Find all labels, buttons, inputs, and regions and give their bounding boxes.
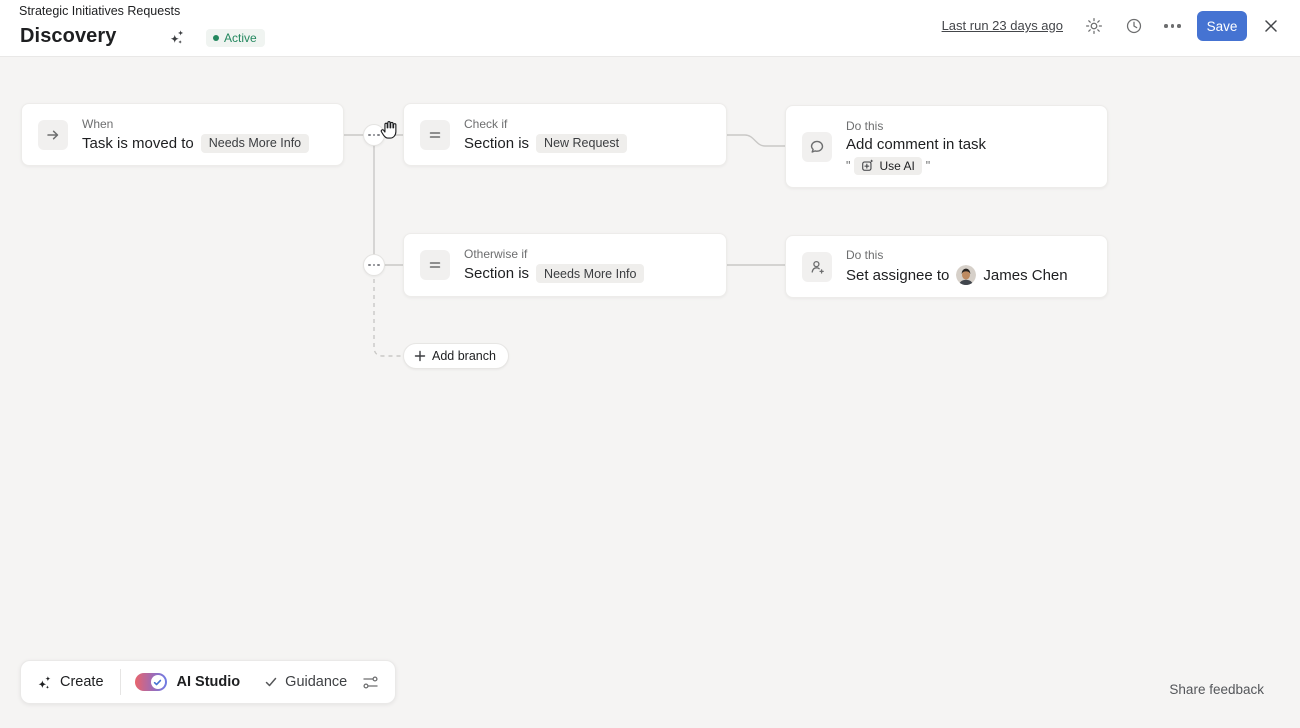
action-text: Set assignee to xyxy=(846,266,950,284)
quote-close: " xyxy=(925,158,931,173)
share-feedback-link[interactable]: Share feedback xyxy=(1169,682,1264,697)
plus-icon xyxy=(414,350,426,362)
breadcrumb: Strategic Initiatives Requests xyxy=(19,4,181,18)
header-bar: Strategic Initiatives Requests Discovery… xyxy=(0,0,1300,57)
guidance-label: Guidance xyxy=(285,674,348,690)
trigger-text: Task is moved to xyxy=(82,134,194,152)
trigger-section-chip[interactable]: Needs More Info xyxy=(200,133,310,153)
action-label: Do this xyxy=(846,118,884,133)
create-label: Create xyxy=(60,674,104,690)
add-branch-label: Add branch xyxy=(432,349,496,363)
action-title: Add comment in task xyxy=(846,135,987,153)
action-card-set-assignee[interactable]: Do this Set assignee to James Chen xyxy=(785,235,1108,298)
last-run-link[interactable]: Last run 23 days ago xyxy=(941,18,1063,33)
condition-card-check-if[interactable]: Check if Section is New Request xyxy=(403,103,727,166)
close-icon[interactable] xyxy=(1262,17,1280,35)
toggle-check-icon xyxy=(150,675,165,689)
page-title: Discovery xyxy=(20,25,117,47)
condition-section-chip[interactable]: New Request xyxy=(536,133,628,153)
ai-insert-icon xyxy=(862,159,874,171)
ai-studio-label: AI Studio xyxy=(176,674,241,690)
sliders-icon[interactable] xyxy=(361,673,380,692)
condition-card-otherwise-if[interactable]: Otherwise if Section is Needs More Info xyxy=(403,233,727,297)
ai-studio-toggle[interactable] xyxy=(134,673,167,691)
workflow-canvas[interactable]: When Task is moved to Needs More Info Ch… xyxy=(0,57,1300,728)
assignee-avatar xyxy=(956,265,977,285)
condition-section-chip[interactable]: Needs More Info xyxy=(536,264,645,283)
more-options-icon[interactable] xyxy=(1164,24,1181,28)
condition-label: Otherwise if xyxy=(464,247,528,261)
create-button[interactable]: Create xyxy=(36,674,104,691)
person-add-icon xyxy=(802,251,832,282)
arrow-right-icon xyxy=(38,119,68,150)
status-dot-icon xyxy=(213,35,219,41)
check-icon xyxy=(265,677,277,687)
use-ai-chip[interactable]: Use AI xyxy=(854,156,922,175)
action-label: Do this xyxy=(846,248,884,262)
trigger-card[interactable]: When Task is moved to Needs More Info xyxy=(21,103,344,166)
connector-menu-button[interactable] xyxy=(363,254,385,276)
assignee-name[interactable]: James Chen xyxy=(983,266,1068,284)
status-badge: Active xyxy=(206,29,265,47)
canvas-toolbar: Create AI Studio Guidance xyxy=(20,660,396,704)
ai-sparkle-icon xyxy=(38,675,51,689)
ai-sparkle-icon xyxy=(170,30,184,44)
history-clock-icon[interactable] xyxy=(1125,17,1143,35)
quote-open: " xyxy=(846,158,851,173)
save-button[interactable]: Save xyxy=(1197,11,1247,41)
settings-gear-icon[interactable] xyxy=(1085,17,1103,35)
condition-text: Section is xyxy=(464,265,530,282)
use-ai-label: Use AI xyxy=(879,158,915,173)
section-icon xyxy=(420,119,450,150)
status-label: Active xyxy=(224,31,257,45)
add-branch-button[interactable]: Add branch xyxy=(403,343,509,369)
toolbar-divider xyxy=(119,669,121,695)
comment-bubble-icon xyxy=(802,131,832,162)
action-card-add-comment[interactable]: Do this Add comment in task " Use AI " xyxy=(785,105,1108,188)
section-icon xyxy=(420,250,450,280)
condition-text: Section is xyxy=(464,134,530,152)
guidance-button[interactable]: Guidance xyxy=(264,674,347,690)
connector-menu-button[interactable] xyxy=(363,124,385,146)
condition-label: Check if xyxy=(464,116,508,131)
trigger-label: When xyxy=(82,116,114,131)
